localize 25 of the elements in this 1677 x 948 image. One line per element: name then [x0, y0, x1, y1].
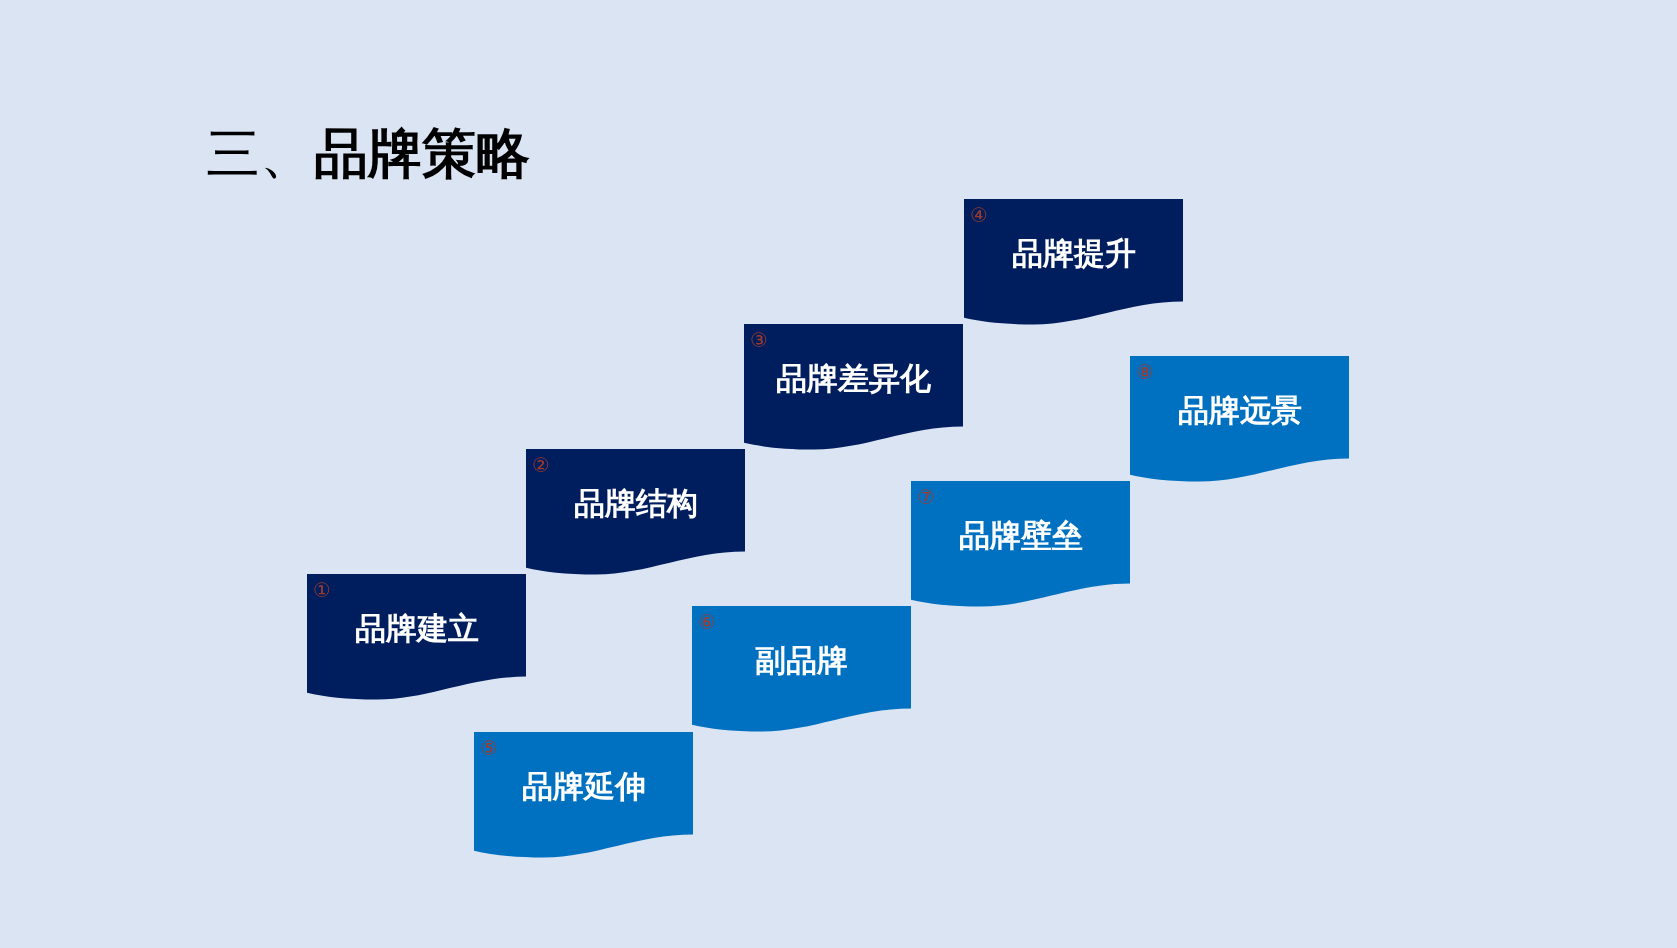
step-number: ③ [750, 330, 768, 350]
wave-banner-shape [964, 199, 1183, 325]
wave-banner-shape [526, 449, 745, 575]
step-number: ⑤ [480, 738, 498, 758]
wave-banner-shape [1130, 356, 1349, 482]
step-number: ⑥ [698, 612, 716, 632]
wave-banner-shape [911, 481, 1130, 607]
wave-banner-shape [307, 574, 526, 700]
slide-title: 三、品牌策略 [206, 121, 530, 187]
wave-banner-shape [744, 324, 963, 450]
step-label: 品牌远景 [1176, 392, 1303, 430]
step-label: 品牌壁垒 [957, 517, 1084, 555]
wave-banner-shape [474, 732, 693, 858]
step-label: 副品牌 [754, 642, 849, 680]
step-number: ④ [970, 205, 988, 225]
wave-banner-shape [692, 606, 911, 732]
step-label: 品牌提升 [1010, 235, 1137, 273]
step-label: 品牌建立 [353, 610, 480, 648]
step-label: 品牌延伸 [520, 768, 647, 806]
step-label: 品牌结构 [572, 485, 699, 523]
step-label: 品牌差异化 [775, 360, 932, 398]
step-number: ② [532, 455, 550, 475]
step-number: ⑦ [917, 487, 935, 507]
step-number: ⑧ [1136, 362, 1154, 382]
step-number: ① [313, 580, 331, 600]
